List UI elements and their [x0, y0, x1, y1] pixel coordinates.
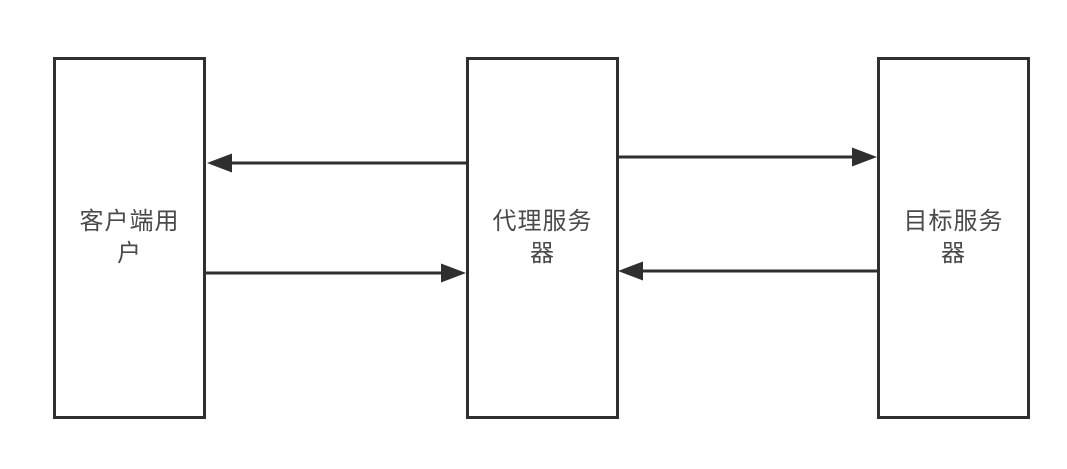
- node-target-server-label: 目标服务 器: [904, 206, 1004, 270]
- label-line-1: 目标服务: [903, 208, 1004, 235]
- label-line-1: 代理服务: [492, 208, 593, 235]
- label-line-2: 器: [941, 240, 966, 267]
- node-proxy-server-label: 代理服务 器: [493, 206, 593, 270]
- node-client-user-label: 客户端用 户: [80, 206, 180, 270]
- node-client-user: 客户端用 户: [53, 57, 206, 419]
- node-target-server: 目标服务 器: [877, 57, 1030, 419]
- label-line-2: 户: [117, 240, 142, 267]
- label-line-1: 客户端用: [79, 208, 180, 235]
- arrow-proxy-to-client: [207, 153, 466, 173]
- label-line-2: 器: [530, 240, 555, 267]
- arrow-client-to-proxy: [206, 263, 466, 283]
- node-proxy-server: 代理服务 器: [466, 57, 619, 419]
- arrow-proxy-to-target: [618, 147, 877, 167]
- arrow-target-to-proxy: [618, 261, 877, 281]
